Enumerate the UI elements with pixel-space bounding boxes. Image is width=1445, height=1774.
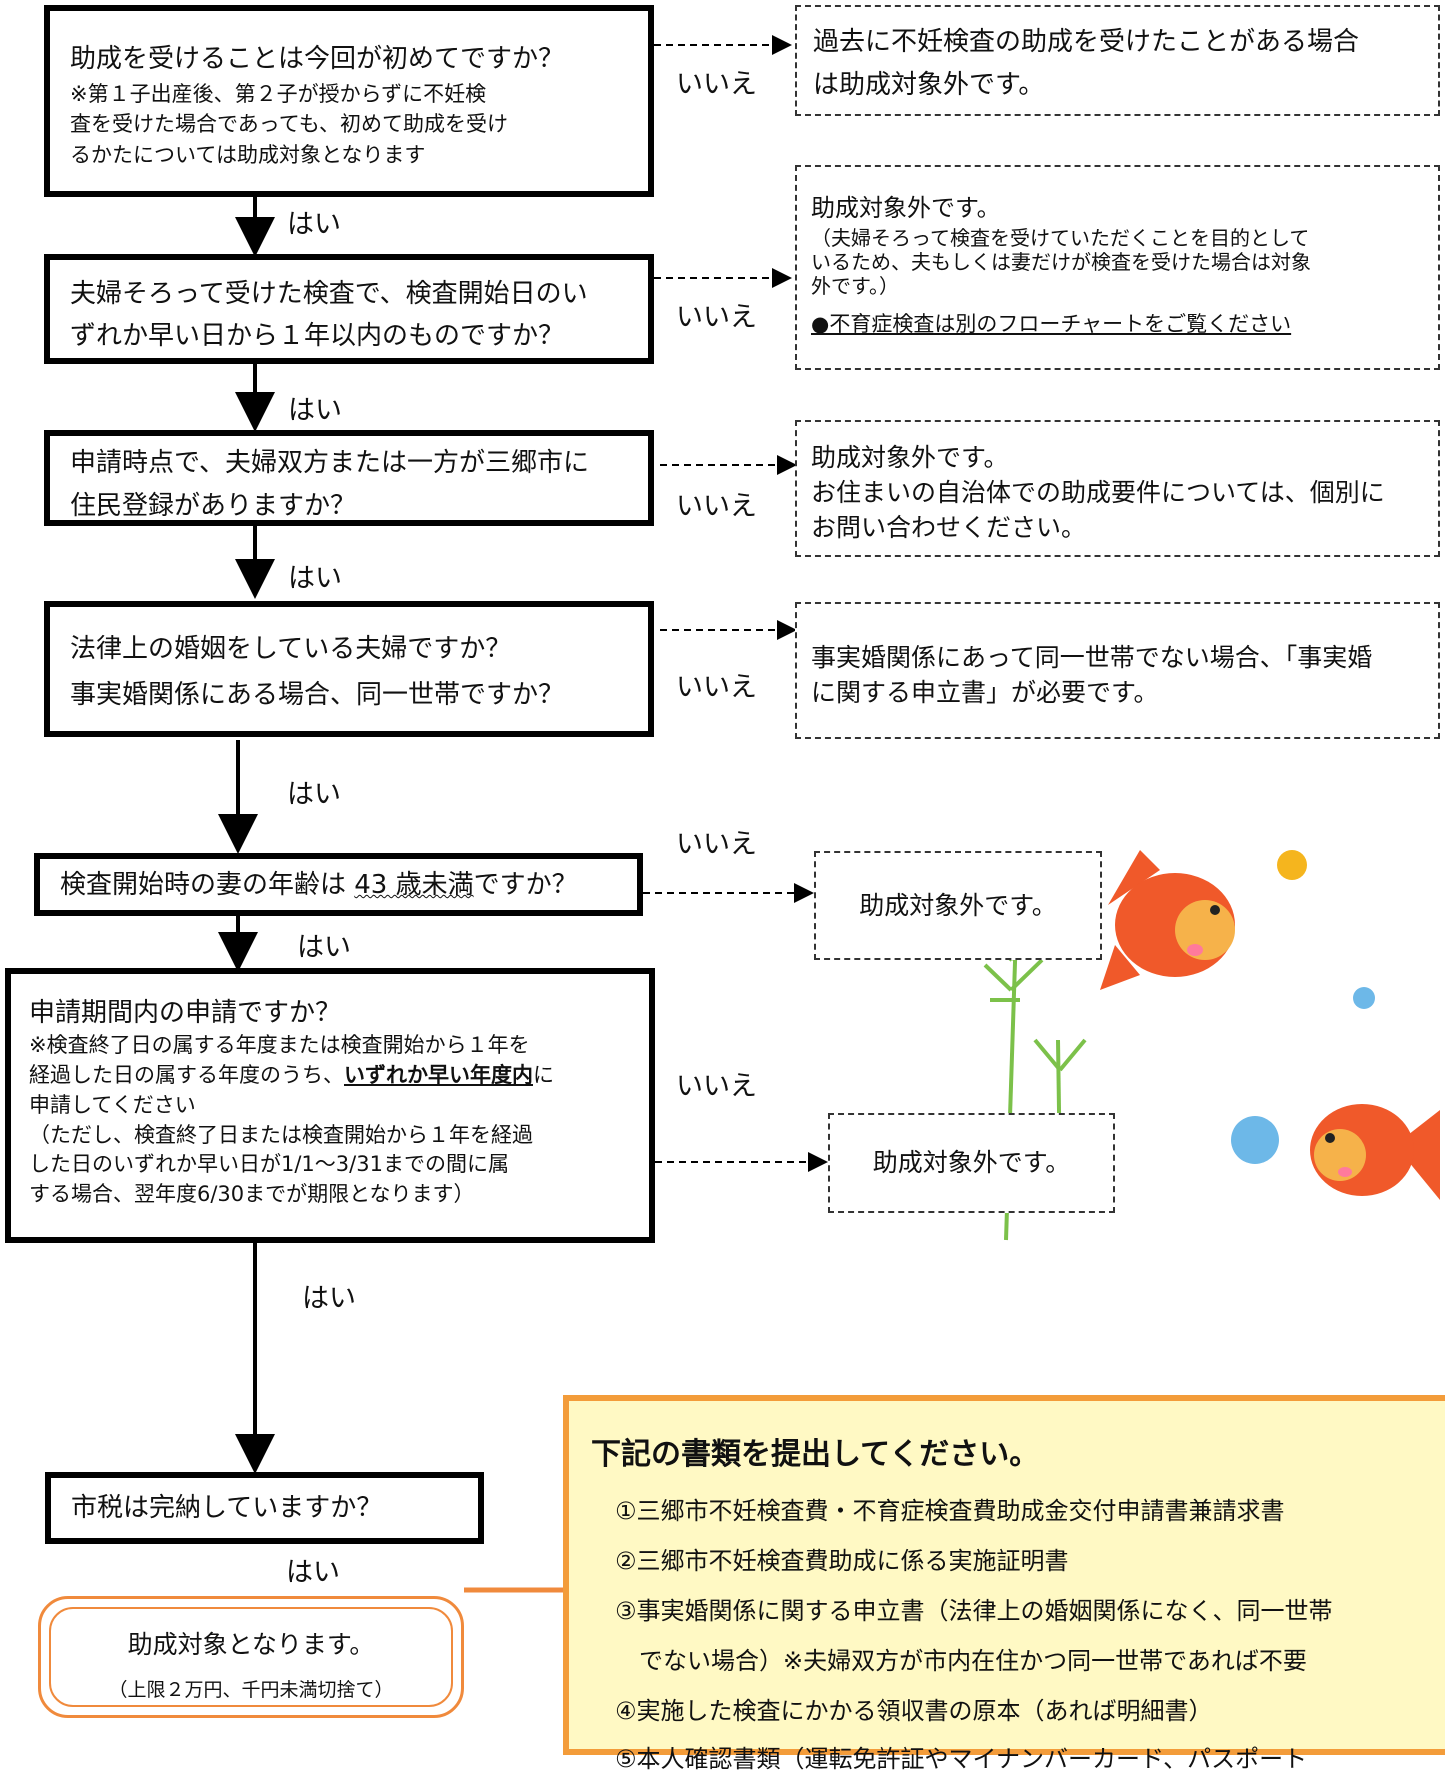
question-application-period-note-3: 申請してください [29,1092,196,1117]
question-first-time-note-3: るかたについては助成対象となります [70,142,426,167]
required-documents-title: 下記の書類を提出してください。 [591,1437,1040,1472]
question-application-period-note-5: した日のいずれか早い日が1/1～3/31までの間に属 [29,1152,509,1177]
bubble-blue-small [1353,987,1375,1009]
no-label-1: いいえ [676,69,757,100]
result-wife-age-text: 助成対象外です。 [859,891,1057,920]
result-couple-test-note-2: いるため、夫もしくは妻だけが検査を受けた場合は対象 [811,249,1311,274]
question-wife-age: 検査開始時の妻の年齢は 43 歳未満ですか？ [34,853,643,916]
result-residence: 助成対象外です。 お住まいの自治体での助成要件については、個別に お問い合わせく… [795,420,1440,557]
question-first-time-note-1: ※第１子出産後、第２子が授からずに不妊検 [70,81,487,106]
question-application-period-note-1: ※検査終了日の属する年度または検査開始から１年を [29,1033,530,1058]
result-eligible-note: （上限２万円、千円未満切捨て） [108,1679,394,1701]
result-residence-line-3: お問い合わせください。 [811,513,1087,542]
result-marriage-line-1: 事実婚関係にあって同一世帯でない場合、「事実婚 [811,643,1373,672]
document-item-3: ③事実婚関係に関する申立書（法律上の婚姻関係になく、同一世帯 [615,1597,1333,1625]
no-label-6: いいえ [676,1071,757,1102]
bubble-blue-large [1231,1116,1279,1164]
yes-label-6: はい [302,1283,356,1314]
result-couple-test: 助成対象外です。 （夫婦そろって検査を受けていただくことを目的として いるため、… [795,165,1440,370]
question-residence-line-1: 申請時点で、夫婦双方または一方が三郷市に [70,448,589,478]
question-residence: 申請時点で、夫婦双方または一方が三郷市に 住民登録がありますか？ [44,430,654,526]
yes-label-2: はい [288,395,342,426]
yes-label-5: はい [297,932,351,963]
document-item-1: ①三郷市不妊検査費・不育症検査費助成金交付申請書兼請求書 [615,1497,1285,1525]
result-couple-test-note-3: 外です。） [811,273,899,298]
infertility-flowchart-link[interactable]: ●不育症検査は別のフローチャートをご覧ください [811,311,1292,336]
question-couple-test-line-1: 夫婦そろって受けた検査で、検査開始日のい [70,279,588,309]
note-2-pre: 経過した日の属する年度のうち、 [29,1062,344,1087]
result-application-period: 助成対象外です。 [828,1113,1115,1213]
question-first-time: 助成を受けることは今回が初めてですか？ ※第１子出産後、第２子が授からずに不妊検… [44,5,654,197]
yes-label-3: はい [288,563,342,594]
goldfish-illustration-1 [1100,850,1235,990]
question-marriage-line-1: 法律上の婚姻をしている夫婦ですか？ [70,634,512,664]
no-label-4: いいえ [676,672,757,703]
document-item-3-cont: でない場合）※夫婦双方が市内在住かつ同一世帯であれば不要 [615,1647,1307,1675]
required-documents-panel: 下記の書類を提出してください。 ①三郷市不妊検査費・不育症検査費助成金交付申請書… [563,1395,1445,1773]
question-application-period-text: 申請期間内の申請ですか？ [29,998,342,1028]
result-couple-test-note-1: （夫婦そろって検査を受けていただくことを目的として [811,225,1310,250]
question-city-tax: 市税は完納していますか？ [45,1472,484,1544]
goldfish-illustration-2 [1310,1104,1440,1200]
yes-label-1: はい [287,209,341,240]
document-item-2: ②三郷市不妊検査費助成に係る実施証明書 [615,1547,1069,1575]
age-limit: 43 歳未満 [354,870,474,900]
document-item-5: ⑤本人確認書類（運転免許証やマイナンバーカード、パスポート [615,1745,1308,1773]
result-marriage-line-2: に関する申立書」が必要です。 [811,678,1159,707]
result-eligible: 助成対象となります。 （上限２万円、千円未満切捨て） [38,1596,464,1718]
question-couple-test: 夫婦そろって受けた検査で、検査開始日のい ずれか早い日から１年以内のものですか？ [44,254,654,364]
question-application-period: 申請期間内の申請ですか？ ※検査終了日の属する年度または検査開始から１年を 経過… [5,968,655,1243]
question-couple-test-line-2: ずれか早い日から１年以内のものですか？ [70,320,565,351]
no-label-2: いいえ [676,302,757,333]
question-application-period-note-2: 経過した日の属する年度のうち、いずれか早い年度内に [29,1061,631,1091]
question-wife-age-text: 検査開始時の妻の年齢は 43 歳未満ですか？ [60,867,617,905]
question-marriage-line-2: 事実婚関係にある場合、同一世帯ですか？ [70,679,565,710]
question-application-period-note-6: する場合、翌年度6/30までが期限となります） [29,1182,475,1207]
bubble-gold [1277,850,1307,880]
question-first-time-text: 助成を受けることは今回が初めてですか？ [70,44,565,74]
yes-label-7: はい [286,1557,340,1588]
no-label-3: いいえ [676,491,757,522]
result-past-subsidy-line-2: は助成対象外です。 [813,69,1045,100]
result-eligible-text: 助成対象となります。 [127,1630,375,1659]
earlier-fiscal-year: いずれか早い年度内 [344,1062,533,1087]
question-first-time-note-2: 査を受けた場合であっても、初めて助成を受け [70,112,509,137]
result-past-subsidy: 過去に不妊検査の助成を受けたことがある場合 は助成対象外です。 [795,5,1440,116]
result-eligible-inner: 助成対象となります。 （上限２万円、千円未満切捨て） [49,1607,453,1707]
no-label-5: いいえ [676,829,757,860]
question-wife-age-pre: 検査開始時の妻の年齢は [60,870,355,900]
result-residence-line-1: 助成対象外です。 [811,443,1009,472]
result-wife-age: 助成対象外です。 [814,851,1102,960]
question-marriage: 法律上の婚姻をしている夫婦ですか？ 事実婚関係にある場合、同一世帯ですか？ [44,601,654,737]
question-application-period-note-4: （ただし、検査終了日または検査開始から１年を経過 [29,1122,533,1147]
document-item-4: ④実施した検査にかかる領収書の原本（あれば明細書） [615,1697,1213,1725]
yes-label-4: はい [287,779,341,810]
result-marriage: 事実婚関係にあって同一世帯でない場合、「事実婚 に関する申立書」が必要です。 [795,602,1440,739]
result-past-subsidy-line-1: 過去に不妊検査の助成を受けたことがある場合 [813,27,1360,57]
question-wife-age-post: ですか？ [473,870,578,900]
result-couple-test-title: 助成対象外です。 [811,194,1001,222]
question-residence-line-2: 住民登録がありますか？ [70,490,357,521]
result-residence-line-2: お住まいの自治体での助成要件については、個別に [811,478,1385,507]
question-city-tax-text: 市税は完納していますか？ [71,1493,383,1523]
note-2-post: に [533,1062,554,1087]
result-application-period-text: 助成対象外です。 [872,1148,1071,1177]
